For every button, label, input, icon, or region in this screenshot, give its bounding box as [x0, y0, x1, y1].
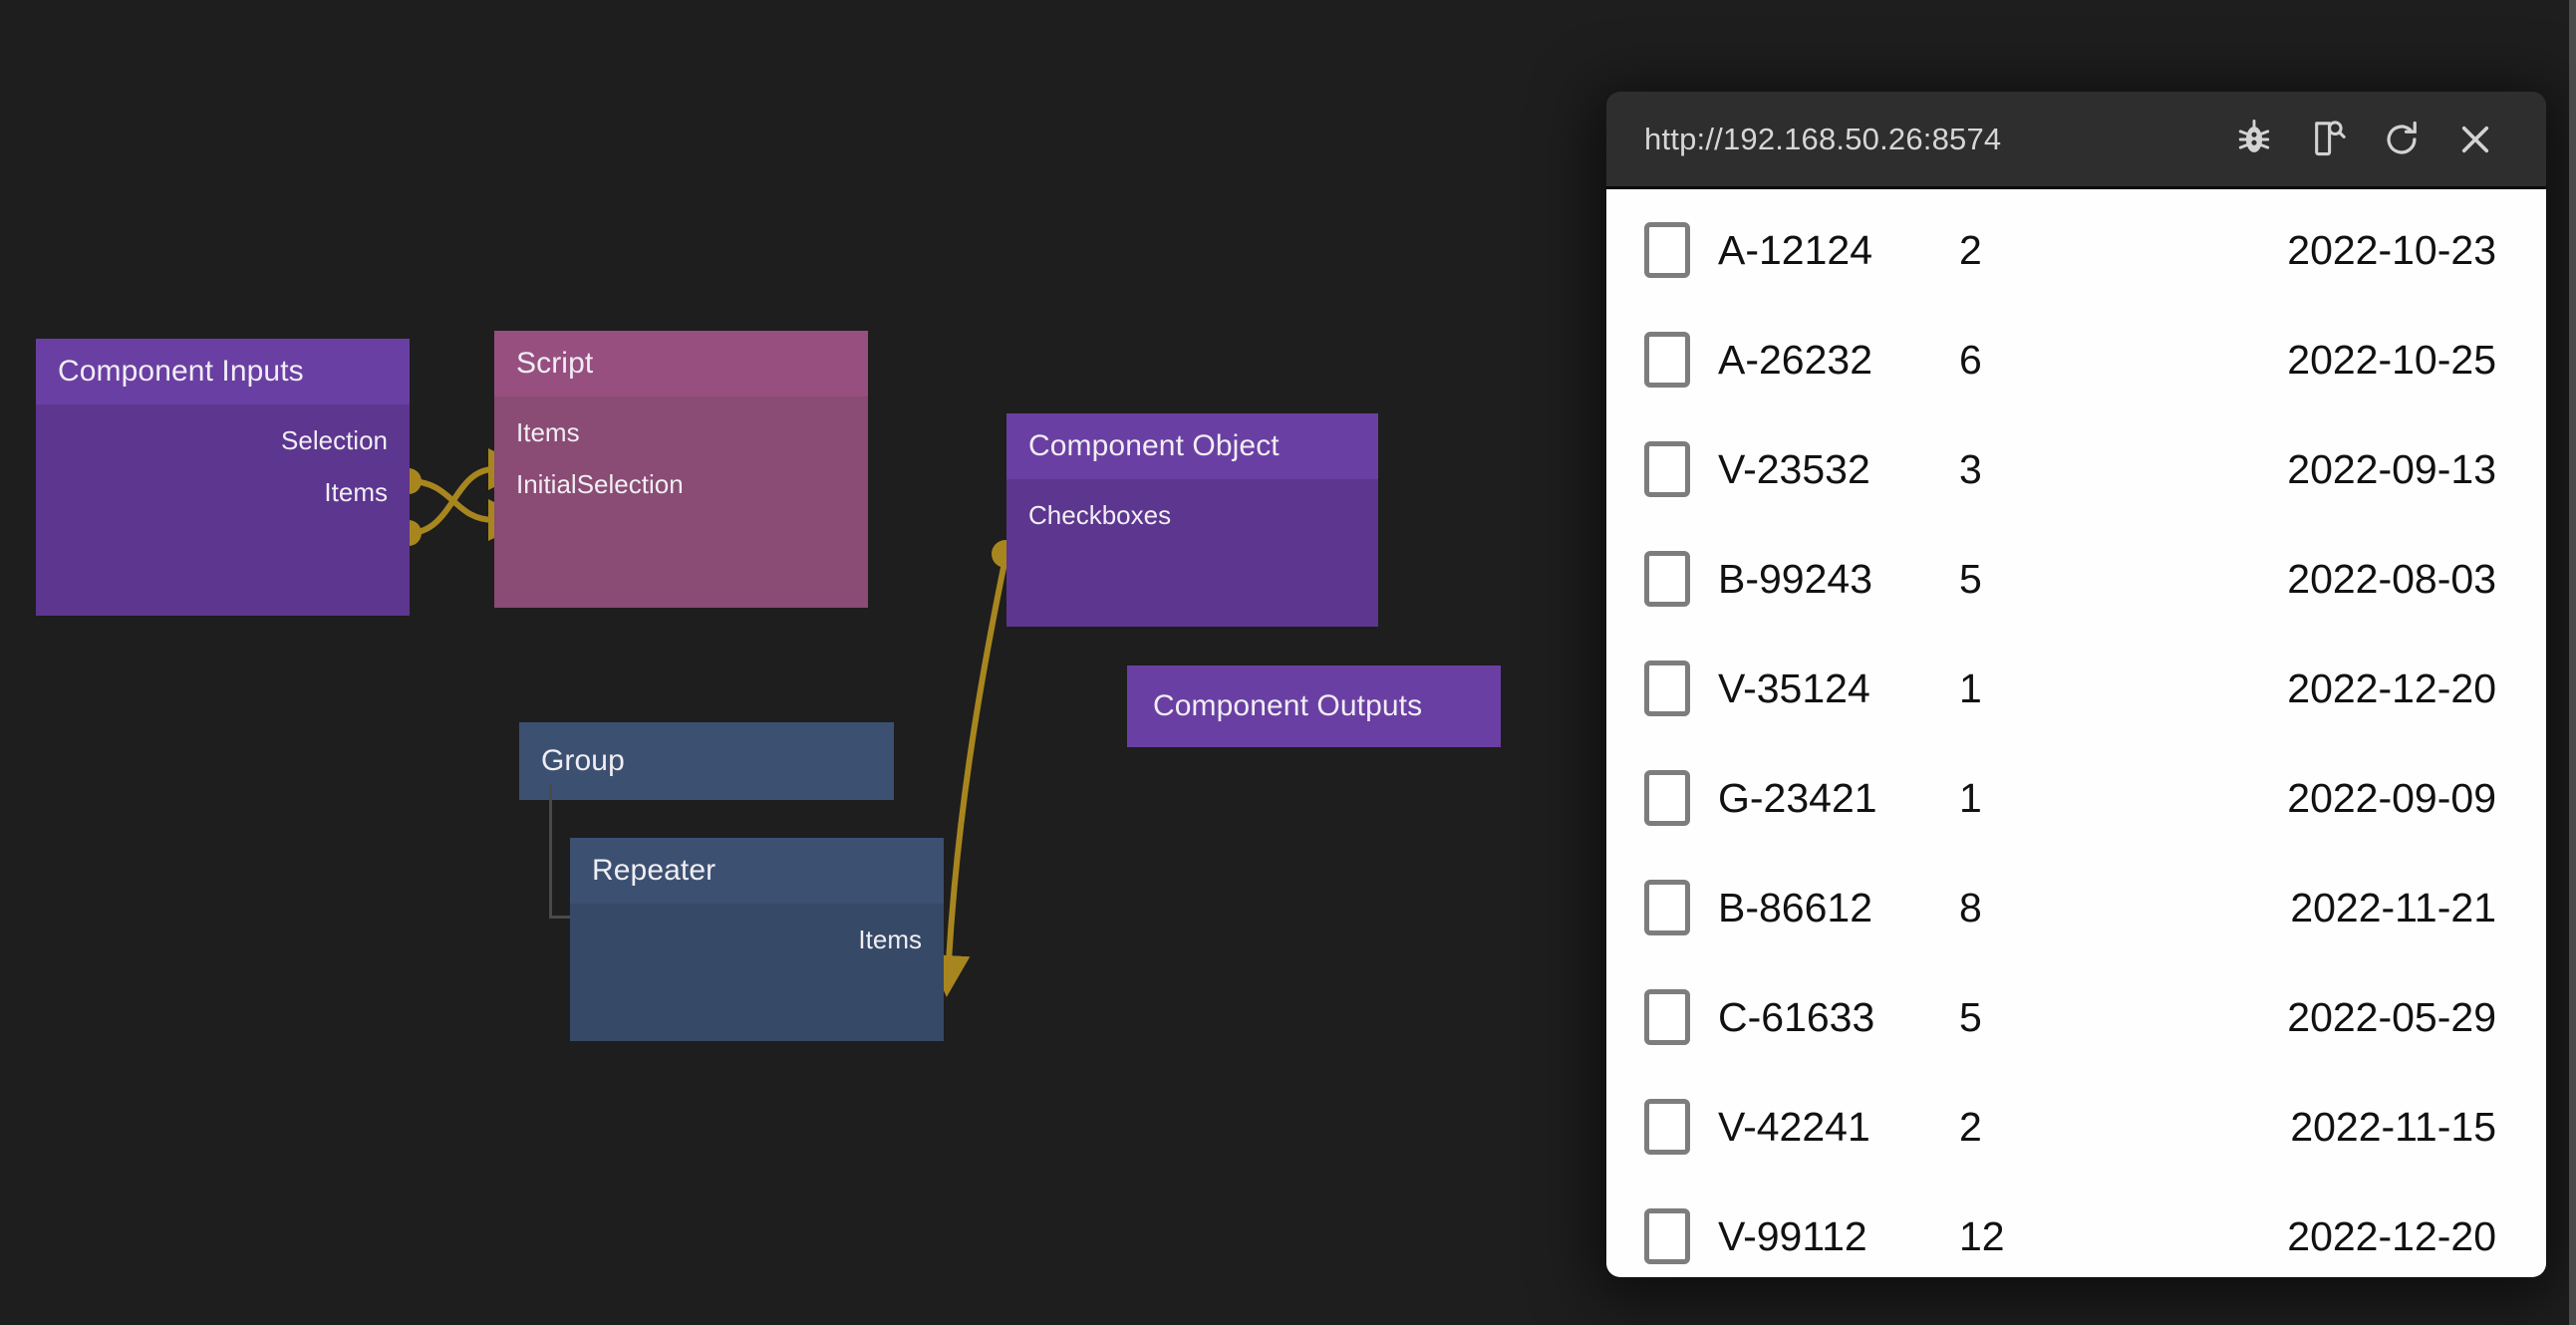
- cell-quantity: 1: [1959, 774, 1982, 821]
- connection-selection-to-initialselection: [396, 468, 530, 541]
- node-ports: Checkboxes: [1006, 478, 1378, 627]
- table-row[interactable]: A-12124 2 2022-10-23: [1606, 195, 2546, 305]
- browser-preview-panel[interactable]: http://192.168.50.26:8574: [1606, 92, 2546, 1277]
- cell-date: 2022-08-03: [2287, 555, 2496, 602]
- cell-quantity: 12: [1959, 1212, 2005, 1259]
- cell-id: V-99112: [1718, 1212, 1867, 1259]
- node-title: Component Object: [1006, 413, 1378, 479]
- cell-id: C-61633: [1718, 993, 1875, 1040]
- cell-date: 2022-05-29: [2287, 993, 2496, 1040]
- table-row[interactable]: A-26232 6 2022-10-25: [1606, 305, 2546, 414]
- node-ports: Items: [570, 903, 944, 1041]
- debug-bug-icon[interactable]: [2217, 103, 2291, 176]
- port-checkboxes[interactable]: Checkboxes: [1028, 499, 1172, 530]
- table-row[interactable]: B-86612 8 2022-11-21: [1606, 853, 2546, 962]
- node-repeater[interactable]: Repeater Items: [570, 838, 944, 1041]
- port-selection[interactable]: Selection: [281, 424, 388, 455]
- cell-date: 2022-12-20: [2287, 1212, 2496, 1259]
- row-checkbox[interactable]: [1644, 661, 1690, 716]
- cell-id: V-23532: [1718, 445, 1870, 492]
- cell-quantity: 2: [1959, 1103, 1982, 1150]
- cell-quantity: 2: [1959, 226, 1982, 273]
- node-title: Group: [519, 722, 894, 800]
- port-items[interactable]: Items: [858, 924, 922, 954]
- cell-date: 2022-11-21: [2290, 884, 2496, 930]
- row-checkbox[interactable]: [1644, 1208, 1690, 1264]
- table-row[interactable]: B-99243 5 2022-08-03: [1606, 524, 2546, 634]
- cell-id: V-35124: [1718, 664, 1870, 711]
- cell-id: B-99243: [1718, 555, 1873, 602]
- row-checkbox[interactable]: [1644, 989, 1690, 1045]
- cell-quantity: 6: [1959, 336, 1982, 383]
- reload-icon[interactable]: [2365, 103, 2438, 176]
- table-row[interactable]: V-35124 1 2022-12-20: [1606, 634, 2546, 743]
- node-ports: Selection Items: [36, 403, 410, 616]
- node-title: Component Inputs: [36, 339, 410, 404]
- node-group[interactable]: Group: [519, 722, 894, 800]
- cell-date: 2022-10-25: [2287, 336, 2496, 383]
- row-checkbox[interactable]: [1644, 770, 1690, 826]
- cell-date: 2022-11-15: [2290, 1103, 2496, 1150]
- row-checkbox[interactable]: [1644, 222, 1690, 278]
- cell-quantity: 8: [1959, 884, 1982, 930]
- table-row[interactable]: C-61633 5 2022-05-29: [1606, 962, 2546, 1072]
- row-checkbox[interactable]: [1644, 1099, 1690, 1155]
- nesting-bracket: [549, 784, 577, 919]
- cell-date: 2022-09-09: [2287, 774, 2496, 821]
- cell-id: B-86612: [1718, 884, 1873, 930]
- cell-id: A-12124: [1718, 226, 1873, 273]
- row-checkbox[interactable]: [1644, 441, 1690, 497]
- node-title: Component Outputs: [1127, 665, 1501, 747]
- close-icon[interactable]: [2438, 103, 2512, 176]
- inspect-page-icon[interactable]: [2291, 103, 2365, 176]
- cell-quantity: 3: [1959, 445, 1982, 492]
- connection-items-to-items: [396, 448, 530, 546]
- cell-date: 2022-09-13: [2287, 445, 2496, 492]
- port-initialselection[interactable]: InitialSelection: [516, 468, 684, 499]
- table-row[interactable]: V-42241 2 2022-11-15: [1606, 1072, 2546, 1182]
- cell-id: A-26232: [1718, 336, 1873, 383]
- node-component-object[interactable]: Component Object Checkboxes: [1006, 413, 1378, 627]
- row-checkbox[interactable]: [1644, 880, 1690, 935]
- cell-date: 2022-12-20: [2287, 664, 2496, 711]
- table-row[interactable]: G-23421 1 2022-09-09: [1606, 743, 2546, 853]
- node-title: Repeater: [570, 838, 944, 904]
- browser-toolbar: http://192.168.50.26:8574: [1606, 92, 2546, 189]
- node-title: Script: [494, 331, 868, 397]
- url-display[interactable]: http://192.168.50.26:8574: [1644, 121, 2002, 156]
- cell-quantity: 1: [1959, 664, 1982, 711]
- window-scrollbar[interactable]: [2569, 0, 2576, 1325]
- cell-quantity: 5: [1959, 555, 1982, 602]
- row-checkbox[interactable]: [1644, 551, 1690, 607]
- node-component-inputs[interactable]: Component Inputs Selection Items: [36, 339, 410, 616]
- table-row[interactable]: V-23532 3 2022-09-13: [1606, 414, 2546, 524]
- node-script[interactable]: Script Items InitialSelection: [494, 331, 868, 608]
- cell-quantity: 5: [1959, 993, 1982, 1040]
- row-checkbox[interactable]: [1644, 332, 1690, 388]
- table-row[interactable]: V-99112 12 2022-12-20: [1606, 1182, 2546, 1277]
- port-items[interactable]: Items: [516, 416, 580, 447]
- cell-id: V-42241: [1718, 1103, 1870, 1150]
- cell-date: 2022-10-23: [2287, 226, 2496, 273]
- cell-id: G-23421: [1718, 774, 1877, 821]
- port-items[interactable]: Items: [324, 476, 388, 507]
- node-ports: Items InitialSelection: [494, 396, 868, 608]
- node-component-outputs[interactable]: Component Outputs: [1127, 665, 1501, 747]
